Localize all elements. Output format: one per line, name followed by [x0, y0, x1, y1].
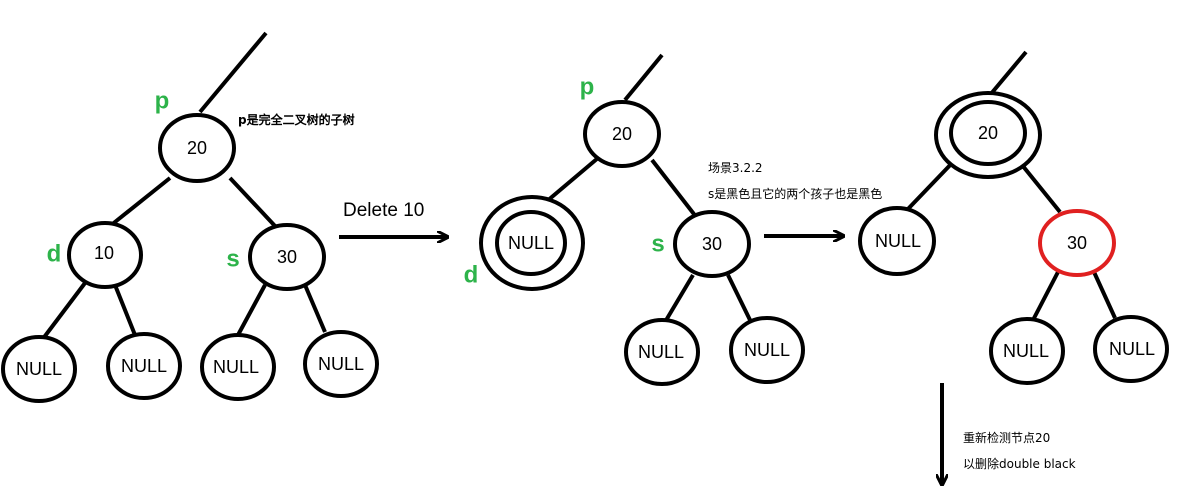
node-p — [949, 100, 1027, 166]
edge — [228, 176, 277, 228]
operation-label: Delete 10 — [343, 200, 424, 221]
edge — [663, 273, 695, 324]
node-null — [1, 335, 77, 403]
node-label: NULL — [121, 356, 167, 376]
parent-edge — [988, 50, 1028, 97]
edge — [40, 281, 87, 342]
label-s: s — [226, 245, 239, 272]
node-null — [106, 332, 182, 400]
label-p: p — [155, 87, 170, 114]
node-label: NULL — [213, 357, 259, 377]
edge — [108, 176, 172, 228]
node-label: 20 — [612, 124, 632, 144]
node-label: NULL — [16, 359, 62, 379]
edge — [303, 284, 327, 333]
node-label: 20 — [978, 123, 998, 143]
tree-3 — [905, 50, 1117, 323]
parent-edge — [198, 31, 268, 114]
tree-1-note: p是完全二叉树的子树 — [238, 112, 355, 127]
label-p: p — [580, 73, 595, 100]
tree-1-texts: 20 10 30 NULL NULL NULL NULL p d s p是完全二… — [16, 87, 364, 378]
node-label: 30 — [277, 247, 297, 267]
label-d: d — [464, 261, 479, 288]
edge — [726, 274, 752, 321]
node-label: NULL — [508, 233, 554, 253]
scenario-label: 场景3.2.2 — [708, 161, 763, 175]
tree-3-texts: 20 NULL 30 NULL NULL — [875, 123, 1155, 361]
node-label: NULL — [1003, 341, 1049, 361]
edge — [1016, 158, 1062, 214]
node-label: 10 — [94, 243, 114, 263]
node-label: 20 — [187, 138, 207, 158]
node-null — [1093, 315, 1169, 383]
node-d — [495, 210, 567, 276]
node-label: NULL — [318, 354, 364, 374]
node-label: NULL — [744, 340, 790, 360]
tree-1-nodes — [1, 113, 379, 403]
edge — [1092, 271, 1117, 319]
node-p — [583, 100, 661, 168]
tree-1 — [40, 31, 327, 342]
node-label: 30 — [702, 234, 722, 254]
edge — [650, 158, 699, 220]
label-s: s — [651, 230, 664, 257]
node-label: NULL — [1109, 339, 1155, 359]
node-d — [858, 206, 936, 276]
node-label: NULL — [875, 231, 921, 251]
edge — [905, 158, 957, 212]
node-null — [200, 333, 276, 401]
node-label: 30 — [1067, 233, 1087, 253]
tree-3-nodes — [858, 91, 1169, 385]
node-null — [624, 318, 700, 386]
node-d — [67, 221, 143, 289]
scenario-description: s是黑色且它的两个孩子也是黑色 — [708, 186, 882, 201]
recheck-note: 重新检测节点20 — [963, 430, 1050, 445]
node-null — [729, 316, 805, 384]
node-s — [248, 223, 326, 291]
edge — [236, 284, 267, 336]
node-s-red — [1038, 209, 1116, 277]
label-d: d — [47, 240, 62, 267]
tree-2-texts: 20 NULL 30 NULL NULL p d s 场景3.2.2 s是黑色且… — [464, 73, 883, 361]
tree-2-nodes — [479, 100, 805, 386]
node-null — [303, 330, 379, 398]
double-black-note: 以删除double black — [963, 456, 1076, 471]
node-label: NULL — [638, 342, 684, 362]
node-s — [673, 210, 751, 278]
edge — [1030, 271, 1060, 323]
node-null — [989, 317, 1065, 385]
edge — [113, 284, 137, 336]
parent-edge — [623, 53, 664, 102]
node-p — [158, 113, 236, 183]
